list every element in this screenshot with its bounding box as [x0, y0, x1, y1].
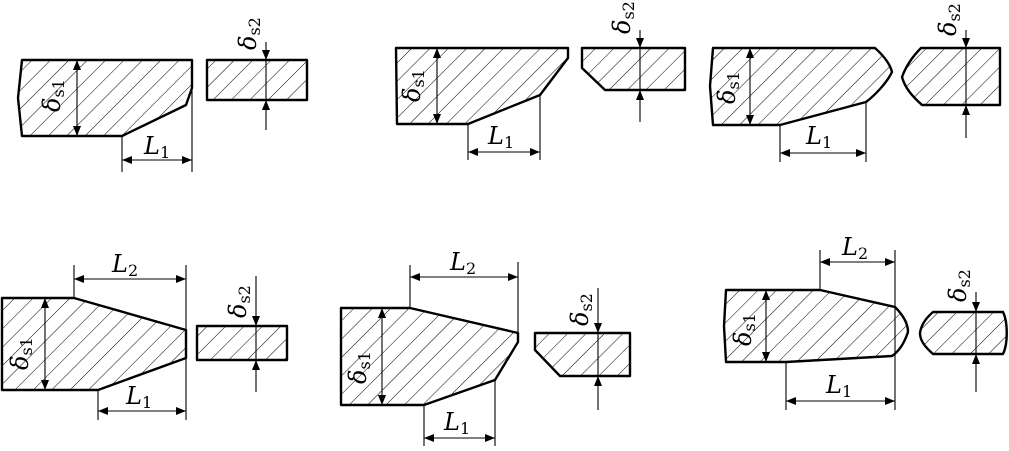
thin-plate-section: [195, 324, 289, 362]
joint-variant-4: δs1 δs2 L2 L1: [0, 250, 289, 420]
joint-variant-3: δs1 δs2 L1: [708, 3, 1002, 162]
delta-s1-label: δs1: [38, 79, 68, 112]
delta-s1-label: δs1: [344, 351, 374, 384]
delta-s2-label: δs2: [566, 293, 596, 326]
thin-plate-section: [580, 46, 687, 92]
delta-s1-label: δs1: [713, 71, 743, 104]
l2-label: L2: [841, 233, 868, 263]
thick-plate-section: [722, 288, 910, 364]
thin-plate-section: [533, 331, 632, 378]
thin-plate-section: [205, 58, 309, 102]
thick-plate-section: [339, 306, 520, 407]
l2-label: L2: [111, 250, 138, 280]
l1-label: L1: [125, 382, 152, 412]
joint-variant-1: δs1 δs2 L1: [16, 17, 309, 172]
l1-label: L1: [825, 371, 852, 401]
l1-label: L1: [487, 122, 514, 152]
delta-s2-label: δs2: [234, 17, 264, 50]
delta-s1-label: δs1: [6, 337, 36, 370]
delta-s2-label: δs2: [944, 269, 974, 302]
thin-plate-section: [900, 46, 1002, 107]
delta-s2-label: δs2: [608, 1, 638, 34]
thick-plate-section: [16, 58, 194, 138]
thick-plate-section: [708, 46, 894, 127]
joint-variant-2: δs1 δs2 L1: [394, 1, 687, 160]
delta-s2-label: δs2: [934, 3, 964, 36]
l1-label: L1: [805, 122, 832, 152]
joint-variant-5: δs1 δs2 L2 L1: [339, 248, 632, 446]
delta-s1-label: δs1: [398, 69, 428, 102]
l1-label: L1: [143, 132, 170, 162]
joint-variant-6: δs1 δs2 L2 L1: [722, 233, 1008, 410]
thin-plate-section: [918, 310, 1008, 356]
delta-s1-label: δs1: [729, 313, 759, 346]
l2-label: L2: [449, 248, 476, 278]
l1-label: L1: [443, 408, 470, 438]
delta-s2-label: δs2: [224, 285, 254, 318]
